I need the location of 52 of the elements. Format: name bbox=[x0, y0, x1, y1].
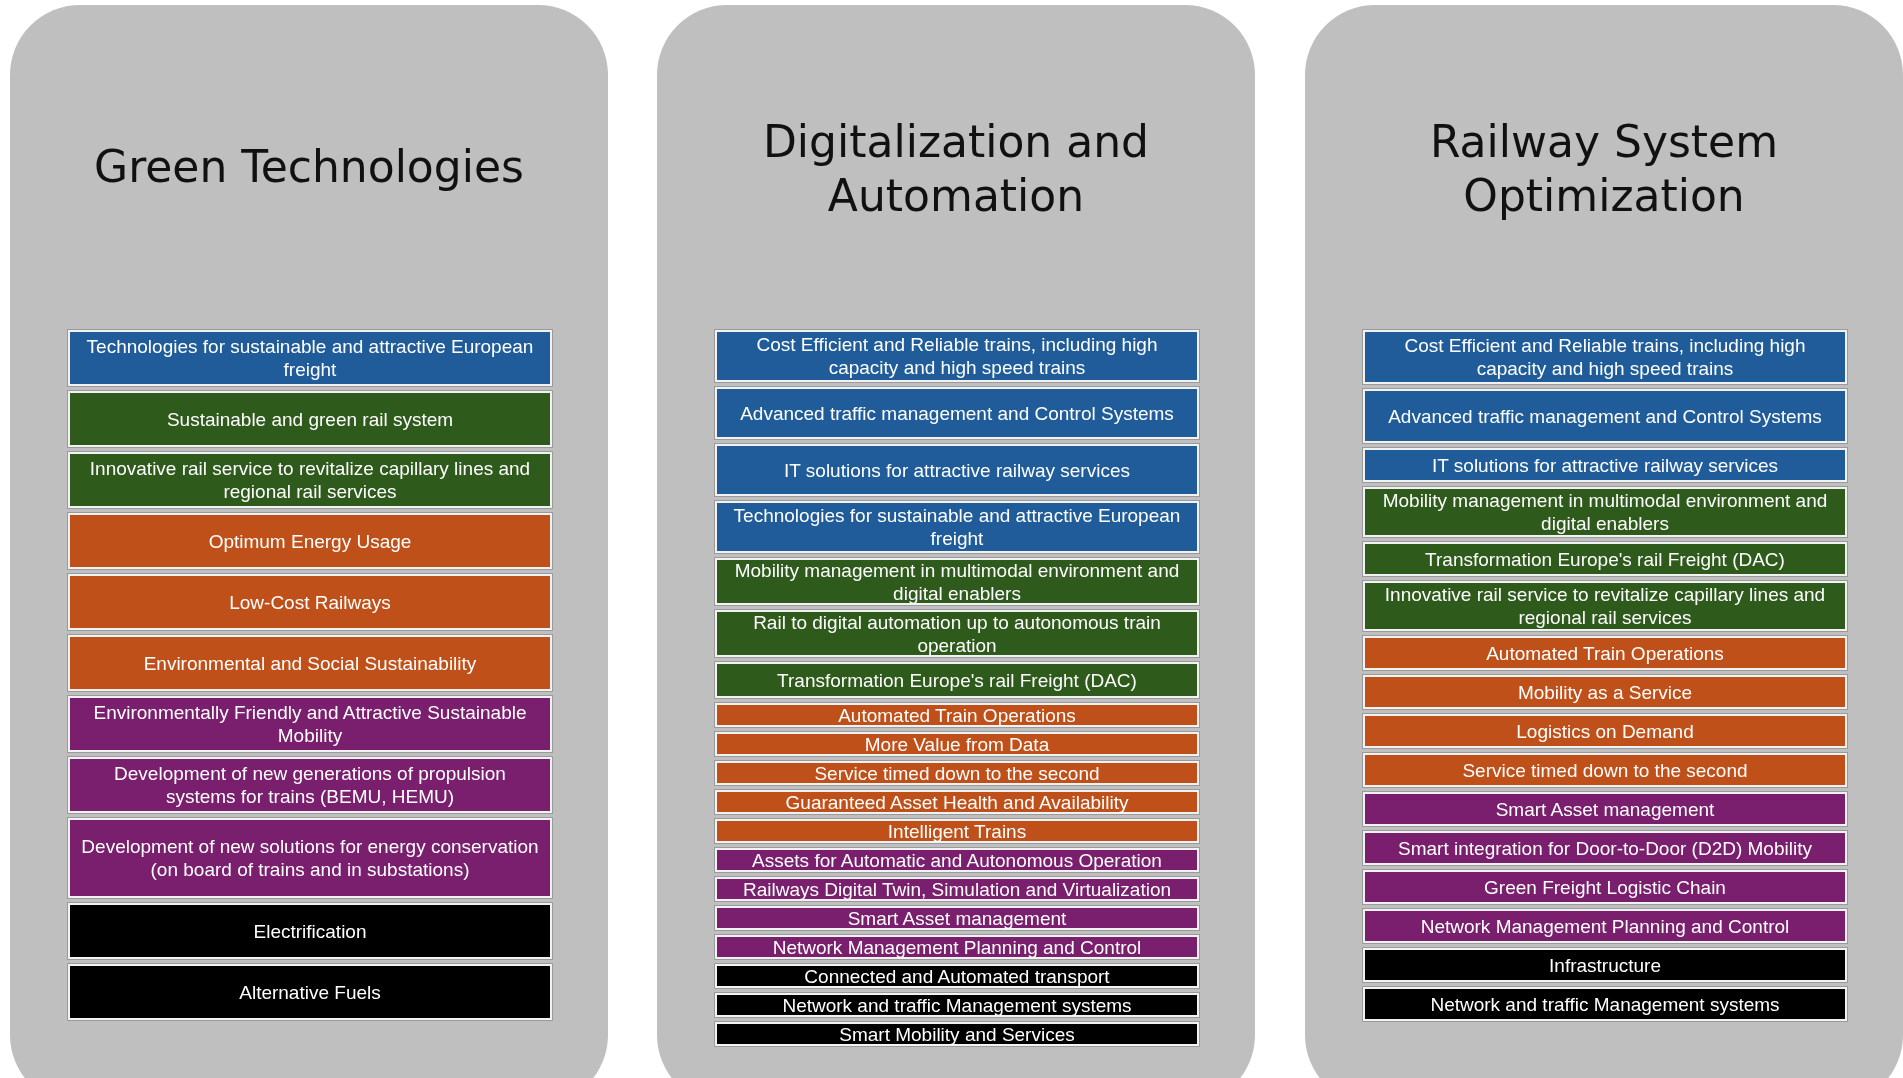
topic-box: Green Freight Logistic Chain bbox=[1363, 870, 1847, 904]
topic-box: Guaranteed Asset Health and Availability bbox=[715, 790, 1199, 814]
topic-box: Smart Asset management bbox=[1363, 792, 1847, 826]
topic-box: Infrastructure bbox=[1363, 948, 1847, 982]
topic-box: Rail to digital automation up to autonomous train operation bbox=[715, 610, 1199, 657]
topic-box: Mobility as a Service bbox=[1363, 675, 1847, 709]
topic-box: Smart Mobility and Services bbox=[715, 1022, 1199, 1046]
topic-box: Network and traffic Management systems bbox=[1363, 987, 1847, 1021]
topic-box: Innovative rail service to revitalize capillary lines and regional rail services bbox=[68, 452, 552, 508]
topic-box: Network Management Planning and Control bbox=[1363, 909, 1847, 943]
topic-box: Technologies for sustainable and attractive European freight bbox=[68, 330, 552, 386]
topic-box: Optimum Energy Usage bbox=[68, 513, 552, 569]
topic-box: Environmentally Friendly and Attractive Sustainable Mobility bbox=[68, 696, 552, 752]
category-panel bbox=[657, 5, 1255, 1078]
topic-box: Alternative Fuels bbox=[68, 964, 552, 1020]
topic-box: Cost Efficient and Reliable trains, including high capacity and high speed trains bbox=[715, 330, 1199, 382]
topic-box: Advanced traffic management and Control Systems bbox=[715, 387, 1199, 439]
panel-heading: Railway System Optimization bbox=[1428, 115, 1780, 223]
topic-box: Railways Digital Twin, Simulation and Virtualization bbox=[715, 877, 1199, 901]
topic-box: Innovative rail service to revitalize capillary lines and regional rail services bbox=[1363, 581, 1847, 631]
topic-box: Transformation Europe's rail Freight (DAC) bbox=[1363, 542, 1847, 576]
topic-box: Service timed down to the second bbox=[715, 761, 1199, 785]
panel-heading: Digitalization and Automation bbox=[762, 115, 1150, 223]
topic-box: Environmental and Social Sustainability bbox=[68, 635, 552, 691]
topic-box: Connected and Automated transport bbox=[715, 964, 1199, 988]
topic-box: Mobility management in multimodal environment and digital enablers bbox=[715, 558, 1199, 605]
topic-box: Smart integration for Door-to-Door (D2D) Mobility bbox=[1363, 831, 1847, 865]
topic-box: IT solutions for attractive railway services bbox=[715, 444, 1199, 496]
topic-box: Development of new generations of propulsion systems for trains (BEMU, HEMU) bbox=[68, 757, 552, 813]
topic-box: Cost Efficient and Reliable trains, including high capacity and high speed trains bbox=[1363, 330, 1847, 384]
topic-box: Smart Asset management bbox=[715, 906, 1199, 930]
topic-box: Automated Train Operations bbox=[715, 703, 1199, 727]
topic-box: Logistics on Demand bbox=[1363, 714, 1847, 748]
topic-box: Assets for Automatic and Autonomous Operation bbox=[715, 848, 1199, 872]
topic-box: Service timed down to the second bbox=[1363, 753, 1847, 787]
topic-box: Transformation Europe's rail Freight (DAC) bbox=[715, 662, 1199, 698]
category-panel bbox=[1305, 5, 1903, 1078]
topic-box: Network and traffic Management systems bbox=[715, 993, 1199, 1017]
topic-box: Low-Cost Railways bbox=[68, 574, 552, 630]
topic-box: Sustainable and green rail system bbox=[68, 391, 552, 447]
topic-box: Technologies for sustainable and attractive European freight bbox=[715, 501, 1199, 553]
topic-box: Electrification bbox=[68, 903, 552, 959]
category-panel bbox=[10, 5, 608, 1078]
panel-heading: Green Technologies bbox=[93, 140, 525, 194]
topic-box: Advanced traffic management and Control Systems bbox=[1363, 389, 1847, 443]
topic-box: Network Management Planning and Control bbox=[715, 935, 1199, 959]
topic-box: Automated Train Operations bbox=[1363, 636, 1847, 670]
topic-box: More Value from Data bbox=[715, 732, 1199, 756]
topic-box: IT solutions for attractive railway services bbox=[1363, 448, 1847, 482]
topic-box: Intelligent Trains bbox=[715, 819, 1199, 843]
topic-box: Development of new solutions for energy conservation (on board of trains and in substations) bbox=[68, 818, 552, 898]
topic-box: Mobility management in multimodal environment and digital enablers bbox=[1363, 487, 1847, 537]
